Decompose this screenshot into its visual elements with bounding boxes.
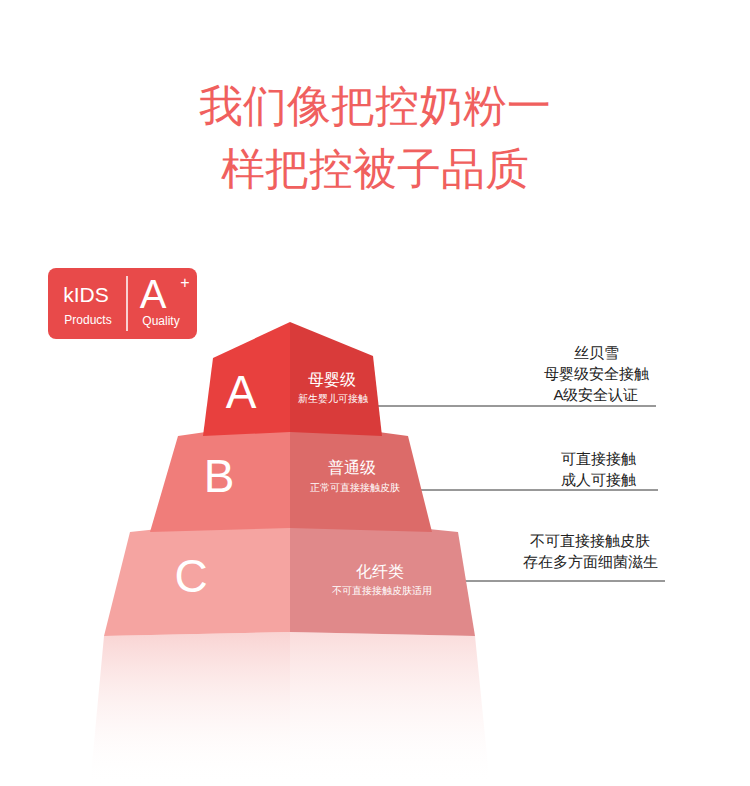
badge-grade: A: [140, 274, 167, 314]
badge-background: [48, 268, 197, 339]
shape-outline: [104, 515, 475, 636]
badge-plus: +: [180, 275, 189, 291]
tier-face: [104, 515, 290, 636]
pyramid-tier: A 母婴级新生婴儿可接触: [203, 322, 382, 436]
tier-letter: A: [226, 369, 257, 415]
leader-line: [414, 490, 658, 491]
badge-brand: kIDS: [63, 284, 109, 305]
tier-face: [150, 420, 290, 532]
tier-description: 丝贝雪 母婴级安全接触 A级安全认证: [526, 342, 666, 405]
badge-subtitle: Products: [64, 314, 111, 326]
tier-face: [203, 322, 290, 436]
tier-note: 不可直接接触皮肤适用: [332, 586, 432, 596]
leader-line: [376, 406, 656, 407]
tier-description: 不可直接接触皮肤 存在多方面细菌滋生: [520, 530, 660, 572]
tier-name: 普通级: [328, 460, 376, 476]
shape-outline: [150, 420, 432, 532]
quality-badge: kIDS Products A + Quality: [48, 268, 197, 339]
tier-face: [290, 515, 475, 636]
title: 我们像把控奶粉一 样把控被子品质: [165, 74, 585, 200]
badge-subtitle: Quality: [142, 315, 179, 327]
tier-face: [290, 420, 432, 532]
tier-note: 新生婴儿可接触: [298, 394, 368, 404]
tier-description: 可直接接触 成人可接触: [528, 448, 668, 490]
pyramid-reflection: [90, 632, 290, 786]
tier-name: 母婴级: [308, 372, 356, 388]
tier-letter: B: [204, 453, 235, 499]
pyramid-tier: C 化纤类不可直接接触皮肤适用: [104, 515, 475, 636]
pyramid-reflection: [290, 632, 490, 786]
tier-note: 正常可直接接触皮肤: [310, 483, 400, 493]
tier-name: 化纤类: [356, 564, 404, 580]
pyramid-tier: B 普通级正常可直接接触皮肤: [150, 420, 432, 532]
leader-line: [456, 581, 665, 582]
tier-face: [290, 322, 382, 436]
badge-divider: [126, 276, 128, 331]
tier-letter: C: [174, 553, 207, 599]
title-block: 我们像把控奶粉一 样把控被子品质: [0, 74, 750, 200]
